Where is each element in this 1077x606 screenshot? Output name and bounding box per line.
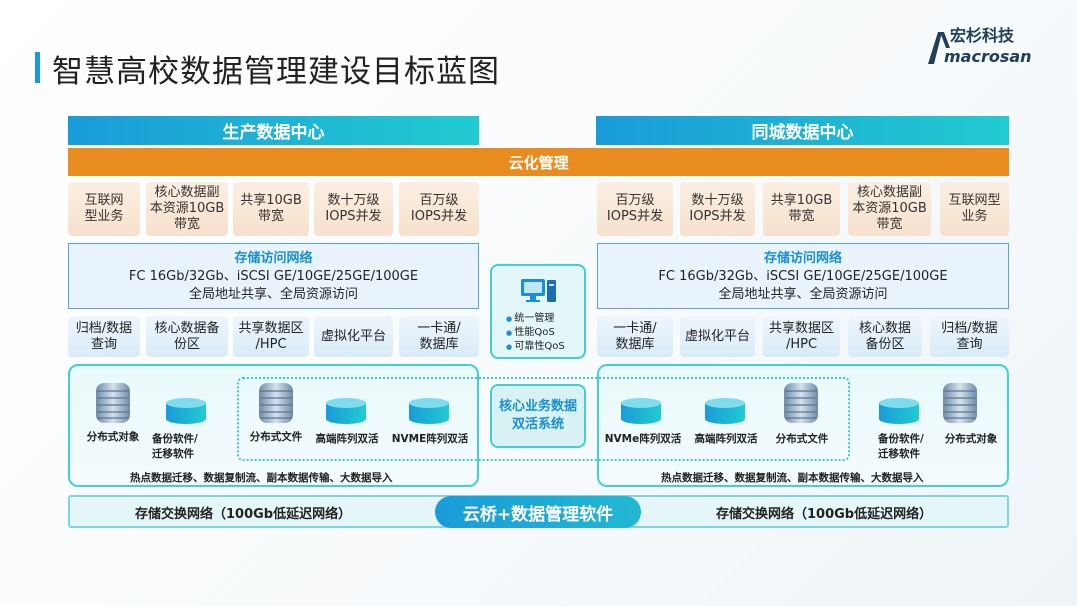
feature-unified-management: 统一管理	[506, 312, 565, 326]
server-icon	[258, 382, 294, 424]
server-icon	[942, 382, 978, 424]
storage-access-network-right: 存储访问网络 FC 16Gb/32Gb、iSCSI GE/10GE/25GE/1…	[597, 243, 1009, 309]
storage-label: 备份软件/ 迁移软件	[152, 433, 198, 460]
storage-array-icon	[325, 397, 367, 425]
feature-box: 互联网型 业务	[940, 182, 1009, 236]
platform-box: 归档/数据 查询	[930, 316, 1009, 357]
logo: 宏杉科技 macrosan	[926, 26, 1050, 68]
switch-network-right: 存储交换网络（100Gb低延迟网络）	[716, 507, 933, 522]
storage-label: 分布式对象	[86, 431, 140, 443]
logo-cn: 宏杉科技	[950, 26, 1015, 45]
storage-array-icon	[704, 397, 746, 425]
storage-label: 分布式文件	[249, 431, 303, 443]
network-title: 存储访问网络	[763, 251, 842, 266]
platform-box: 虚拟化平台	[314, 316, 393, 357]
storage-label: 备份软件/ 迁移软件	[878, 433, 924, 460]
feature-box: 核心数据副 本资源10GB 带宽	[848, 182, 931, 236]
storage-array-icon	[878, 397, 920, 425]
platform-box: 一卡通/ 数据库	[399, 316, 479, 357]
feature-box: 百万级 IOPS并发	[399, 182, 479, 236]
storage-label: 分布式文件	[775, 433, 829, 445]
storage-label: NVME阵列双活	[391, 433, 469, 445]
storage-array-icon	[408, 397, 450, 425]
storage-label: 分布式对象	[944, 433, 998, 445]
network-desc: 全局地址共享、全局资源访问	[718, 287, 888, 302]
platform-box: 虚拟化平台	[680, 316, 755, 357]
storage-label: 高端阵列双活	[315, 433, 379, 445]
storage-array-icon	[165, 397, 207, 425]
feature-box: 共享10GB 带宽	[763, 182, 840, 236]
feature-reliability-qos: 可靠性QoS	[506, 340, 564, 354]
feature-box: 互联网 型业务	[68, 182, 140, 236]
production-dc-header: 生产数据中心	[68, 116, 479, 145]
title-accent-bar	[35, 52, 40, 83]
feature-performance-qos: 性能QoS	[506, 326, 565, 340]
platform-box: 一卡通/ 数据库	[597, 316, 673, 357]
storage-array-icon	[620, 397, 662, 425]
platform-box: 共享数据区 /HPC	[233, 316, 309, 357]
feature-box: 数十万级 IOPS并发	[314, 182, 393, 236]
platform-box: 核心数据备 份区	[146, 316, 228, 357]
feature-box: 核心数据副 本资源10GB 带宽	[146, 182, 228, 236]
storage-access-network-left: 存储访问网络 FC 16Gb/32Gb、iSCSI GE/10GE/25GE/1…	[68, 243, 479, 309]
data-flow-desc-left: 热点数据迁移、数据复制流、副本数据传输、大数据导入	[130, 472, 393, 484]
network-title: 存储访问网络	[234, 251, 313, 266]
platform-box: 归档/数据 查询	[68, 316, 140, 357]
feature-box: 数十万级 IOPS并发	[680, 182, 755, 236]
storage-label: NVMe阵列双活	[604, 433, 682, 445]
logo-mark-icon	[928, 32, 950, 64]
core-active-active-system: 核心业务数据 双活系统	[490, 384, 586, 448]
feature-box: 共享10GB 带宽	[233, 182, 309, 236]
platform-box: 共享数据区 /HPC	[763, 316, 840, 357]
page-title: 智慧高校数据管理建设目标蓝图	[52, 54, 500, 90]
network-desc: 全局地址共享、全局资源访问	[188, 287, 358, 302]
network-protocols: FC 16Gb/32Gb、iSCSI GE/10GE/25GE/100GE	[658, 269, 948, 284]
logo-en: macrosan	[944, 47, 1032, 66]
cloud-management-bar: 云化管理	[68, 148, 1009, 176]
server-icon	[783, 382, 819, 424]
switch-network-left: 存储交换网络（100Gb低延迟网络）	[135, 507, 352, 522]
storage-label: 高端阵列双活	[694, 433, 758, 445]
management-box: 统一管理 性能QoS 可靠性QoS	[490, 264, 586, 359]
cloud-bridge-software: 云桥+数据管理软件	[435, 496, 641, 528]
server-icon	[95, 382, 131, 424]
active-active-zone	[237, 377, 850, 461]
data-flow-desc-right: 热点数据迁移、数据复制流、副本数据传输、大数据导入	[661, 472, 924, 484]
sameCity-dc-header: 同城数据中心	[596, 116, 1009, 145]
computer-icon	[521, 279, 556, 302]
platform-box: 核心数据 备份区	[848, 316, 922, 357]
network-protocols: FC 16Gb/32Gb、iSCSI GE/10GE/25GE/100GE	[128, 269, 419, 284]
feature-box: 百万级 IOPS并发	[597, 182, 673, 236]
